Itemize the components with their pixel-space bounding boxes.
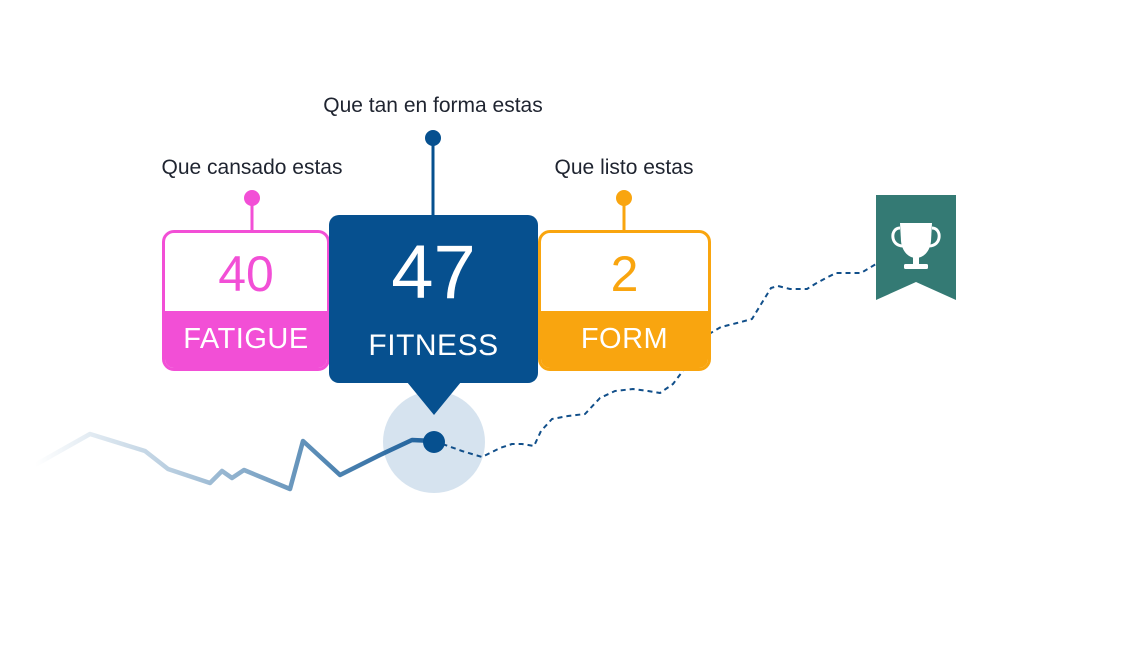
fatigue-caption: Que cansado estas — [161, 156, 343, 179]
current-point-marker — [423, 431, 445, 453]
form-caption: Que listo estas — [554, 156, 694, 179]
form-label: FORM — [541, 311, 708, 368]
fatigue-label: FATIGUE — [165, 311, 327, 368]
fitness-card-pointer — [407, 382, 461, 415]
form-card: 2 FORM — [538, 230, 711, 371]
fitness-label: FITNESS — [368, 329, 499, 362]
fitness-caption: Que tan en forma estas — [323, 94, 543, 117]
form-connector-dot — [616, 190, 632, 206]
trophy-badge — [876, 195, 956, 300]
fatigue-value: 40 — [218, 246, 274, 302]
fitness-value: 47 — [391, 230, 476, 315]
fitness-projection-line — [433, 263, 877, 458]
fatigue-card: 40 FATIGUE — [162, 230, 330, 371]
form-value: 2 — [610, 246, 639, 302]
fitness-card: 47 FITNESS — [329, 215, 538, 383]
fitness-history-line — [32, 431, 437, 492]
fitness-connector-dot — [425, 130, 441, 146]
trophy-icon — [891, 223, 941, 269]
fatigue-connector-dot — [244, 190, 260, 206]
